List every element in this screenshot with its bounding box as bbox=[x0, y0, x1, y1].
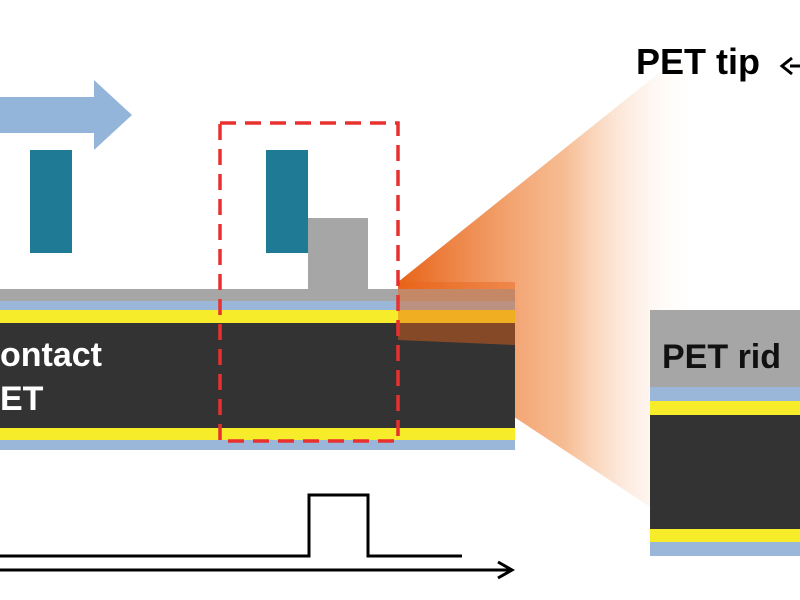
gray-tip bbox=[308, 218, 368, 290]
left-arrow-icon bbox=[779, 56, 800, 76]
right-arrow-icon bbox=[0, 560, 516, 580]
contact-label: ontact bbox=[0, 336, 102, 374]
dashed-selection-box bbox=[218, 121, 400, 443]
layer-stack bbox=[0, 289, 515, 450]
teal-block-left bbox=[30, 150, 72, 253]
pet-tip-label: PET tip bbox=[636, 41, 760, 82]
blue-layer-bottom bbox=[0, 440, 515, 450]
beam-overlay bbox=[398, 282, 515, 345]
inset-blue-top bbox=[650, 387, 800, 401]
teal-block-right bbox=[266, 150, 308, 253]
inset-blue-bottom bbox=[650, 542, 800, 556]
dark-layer bbox=[0, 323, 515, 428]
inset-yellow-bottom bbox=[650, 529, 800, 542]
yellow-electrode-top bbox=[0, 310, 515, 323]
right-arrow-icon bbox=[0, 80, 132, 150]
inset-yellow-top bbox=[650, 401, 800, 415]
magnification-beam bbox=[398, 40, 700, 540]
blue-layer-top bbox=[0, 301, 515, 310]
zoom-inset bbox=[650, 310, 800, 556]
et-label: ET bbox=[0, 380, 44, 418]
inset-gray-layer bbox=[650, 310, 800, 387]
pulse-waveform bbox=[0, 493, 462, 558]
pet-ridge-label: PET rid bbox=[662, 338, 782, 376]
gray-layer bbox=[0, 289, 515, 301]
yellow-electrode-bottom bbox=[0, 428, 515, 440]
inset-dark-layer bbox=[650, 415, 800, 529]
